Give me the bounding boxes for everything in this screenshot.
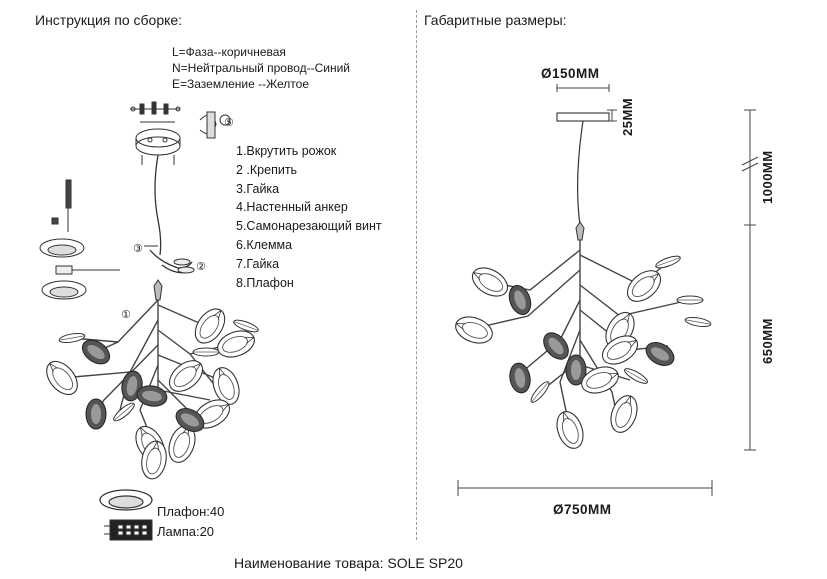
- accessory-details: [39, 179, 120, 300]
- shade-count: Плафон:40: [157, 504, 225, 519]
- step-2: 2 .Крепить: [236, 162, 298, 177]
- callout-1: ①: [121, 309, 131, 321]
- step-6: 6.Клемма: [236, 237, 293, 252]
- step-3: 3.Гайка: [236, 181, 280, 196]
- callout-3: ③: [133, 243, 143, 255]
- step-4: 4.Настенный анкер: [236, 200, 348, 215]
- step-5: 5.Самонарезающий винт: [236, 219, 382, 234]
- legend-neutral: N=Нейтральный провод--Синий: [172, 61, 350, 75]
- legend-ground: E=Заземление --Желтое: [172, 77, 310, 91]
- left-chandelier-drawing: [40, 279, 261, 482]
- assembly-instructions-title: Инструкция по сборке:: [35, 12, 183, 28]
- shade-icon: [99, 489, 153, 511]
- step-1: 1.Вкрутить рожок: [236, 144, 337, 158]
- assembly-steps: 1.Вкрутить рожок 2 .Крепить 3.Гайка 4.На…: [236, 142, 382, 292]
- dimension-lines: [457, 84, 759, 496]
- step-7: 7.Гайка: [236, 256, 280, 271]
- right-chandelier-drawing: [451, 112, 712, 453]
- step-8: 8.Плафон: [236, 275, 294, 290]
- section-divider: [416, 10, 417, 540]
- dimensions-title: Габаритные размеры:: [424, 12, 567, 28]
- lamp-icon: [104, 519, 153, 541]
- lamp-count: Лампа:20: [157, 524, 215, 539]
- wiring-legend: L=Фаза--коричневая N=Нейтральный провод-…: [172, 44, 350, 92]
- callout-2: ②: [196, 261, 206, 273]
- legend-phase: L=Фаза--коричневая: [172, 45, 286, 59]
- mounting-hardware: [130, 101, 231, 274]
- total-diameter-label: Ø750MM: [553, 502, 612, 517]
- canopy-diameter-label: Ø150MM: [541, 66, 600, 81]
- product-name: Наименование товара: SOLE SP20: [234, 555, 463, 571]
